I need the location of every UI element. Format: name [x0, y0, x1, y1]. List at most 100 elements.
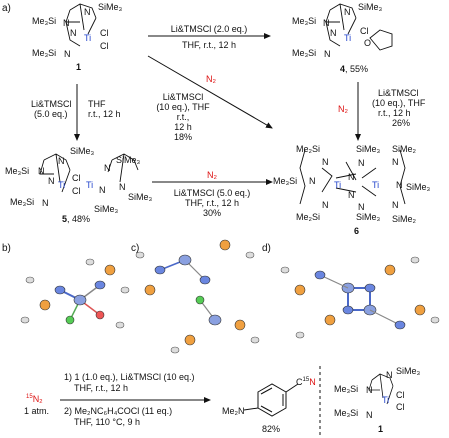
arrow-diagonal: [147, 55, 273, 129]
c4-cl: Cl: [360, 26, 369, 36]
c4-me3si-left: Me₃Si: [292, 16, 317, 26]
c5-sime3-right2: SiMe₃: [128, 192, 153, 202]
product-yield: 82%: [262, 424, 281, 434]
compound-1b-structure: [368, 373, 394, 405]
c6-n-tr: N: [392, 157, 399, 167]
c5-ti-2: Ti: [86, 180, 94, 190]
down-left-l2: (5.0 eq.): [34, 109, 68, 119]
c1-me3si-bottom: Me₃Si: [32, 48, 57, 58]
c6-sime3-tm: SiMe₃: [356, 144, 381, 154]
c4-me3si-bottom: Me₃Si: [292, 48, 317, 58]
down-right-yield: 26%: [392, 118, 411, 128]
mid-l1: Li&TMSCl (5.0 eq.): [173, 188, 251, 198]
compound-6-structure: [299, 149, 406, 205]
c6-n-bm: N: [358, 202, 365, 212]
bottom-reagent-isotope: 15: [26, 394, 33, 400]
bottom-reagent: 15N₂: [26, 392, 43, 404]
c6-ti-2: Ti: [372, 180, 380, 190]
c1b-n-top: N: [386, 370, 393, 380]
c6-ti-1: Ti: [334, 180, 342, 190]
c5-n-2: N: [104, 163, 111, 173]
c1b-me3si-bottom: Me₃Si: [334, 408, 359, 418]
product-nitrile: C15N: [296, 375, 316, 387]
c5-n-5: N: [99, 185, 106, 195]
mid-gas: N₂: [207, 170, 217, 180]
c4-n-top: N: [344, 7, 351, 17]
product-n: N: [309, 377, 316, 387]
c5-sime3-left: SiMe₃: [70, 146, 95, 156]
c4-ti: Ti: [344, 33, 352, 43]
product-ring: [243, 383, 299, 417]
c1-sime3-top: SiMe₃: [98, 2, 123, 12]
c1b-ti: Ti: [382, 395, 390, 405]
bottom-step2b: THF, 110 °C, 9 h: [74, 417, 140, 427]
mid-yield: 30%: [202, 208, 221, 218]
c6-n-mid-2: N: [348, 190, 355, 200]
product-c: C: [296, 377, 303, 387]
down-right-l2: (10 eq.), THF: [372, 98, 426, 108]
compound-1-structure: [65, 3, 97, 47]
c6-n-tl: N: [322, 157, 329, 167]
c5-sime3-bottom: SiMe₃: [94, 204, 119, 214]
down-right-l3: r.t., 12 h: [378, 108, 411, 118]
c6-sime2-tr: SiMe₂: [392, 144, 416, 154]
c5-n-1: N: [58, 156, 65, 166]
c1b-n-left: N: [366, 385, 373, 395]
c5-cl-1: Cl: [72, 173, 81, 183]
c6-n-br: N: [392, 200, 399, 210]
down-right-gas: N₂: [338, 104, 348, 114]
diag-gas: N₂: [206, 74, 216, 84]
compound-6-number: 6: [354, 226, 360, 236]
c6-n-mid-1: N: [348, 172, 355, 182]
c4-o: O: [364, 38, 372, 48]
c1-n-bottom: N: [64, 49, 71, 59]
c6-sime3-right: SiMe₃: [406, 182, 431, 192]
c1-n-mid: N: [70, 28, 77, 38]
c1b-n-bottom: N: [366, 410, 373, 420]
top-arrow-below: THF, r.t., 12 h: [181, 40, 237, 50]
down-left-r1: THF: [88, 99, 106, 109]
c6-sime2-br: SiMe₂: [392, 214, 416, 224]
c6-n-bl: N: [322, 200, 329, 210]
diag-l3: r.t.,: [176, 112, 190, 122]
crystal-structure-d: [280, 256, 440, 339]
compound-5-number: 5: [62, 214, 68, 224]
c1-n-top: N: [84, 7, 91, 17]
c6-n-left: N: [309, 176, 316, 186]
product-amine: Me₂N: [222, 406, 245, 416]
compound-4-structure: [325, 3, 393, 51]
panel-label-d: d): [262, 243, 271, 254]
c1b-cl-1: Cl: [396, 390, 405, 400]
c4-n-left: N: [323, 18, 330, 28]
diag-l1: Li&TMSCl: [162, 92, 204, 102]
c5-n-6: N: [119, 182, 126, 192]
compound-5-label: 5, 48%: [62, 214, 90, 224]
c1b-me3si-left: Me₃Si: [334, 384, 359, 394]
c1-me3si-left: Me₃Si: [32, 16, 57, 26]
c6-n-right: N: [396, 180, 403, 190]
c5-me3si-bottom: Me₃Si: [10, 197, 35, 207]
c4-n-bottom: N: [324, 49, 331, 59]
down-left-r2: r.t., 12 h: [88, 109, 121, 119]
c1-cl-1: Cl: [100, 28, 109, 38]
bottom-pressure: 1 atm.: [24, 406, 50, 416]
c1-cl-2: Cl: [100, 41, 109, 51]
c5-n-4: N: [48, 176, 55, 186]
c5-cl-2: Cl: [72, 186, 81, 196]
c4-n-mid: N: [330, 28, 337, 38]
bottom-step2: 2) Me₂NC₆H₄COCl (11 eq.): [64, 406, 173, 416]
crystal-structure-b: [20, 258, 130, 329]
c1-n-left: N: [63, 18, 70, 28]
c6-me2si-bl: Me₂Si: [296, 212, 320, 222]
compound-1b-number: 1: [378, 424, 384, 434]
c5-sime3-right: SiMe₃: [116, 155, 141, 165]
compound-4-label: 4, 55%: [340, 64, 368, 74]
mid-l2: THF, r.t., 12 h: [184, 198, 240, 208]
c5-me3si-left: Me₃Si: [5, 166, 30, 176]
panel-label-c: c): [131, 243, 140, 254]
panel-label-b: b): [2, 243, 11, 254]
c6-me3si-left: Me₃Si: [273, 176, 298, 186]
diag-l4: 12 h: [174, 122, 192, 132]
compound-5-yield: , 48%: [67, 214, 91, 224]
crystal-structure-c: [135, 239, 260, 354]
